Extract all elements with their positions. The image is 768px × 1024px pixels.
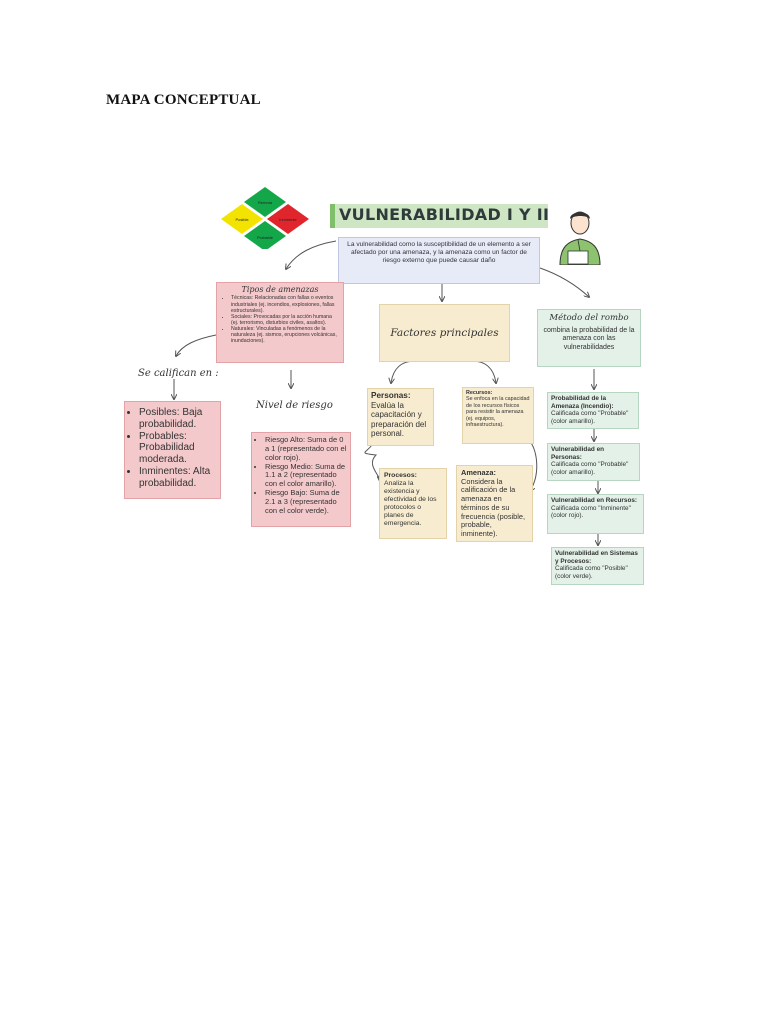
risk-heading: Nivel de riesgo [256,400,333,411]
processes-text: Analiza la existencia y efectividad de l… [384,480,437,528]
diamond-label: Inminente [279,217,297,222]
method-step-text: Calificada como "Inminente" (color rojo)… [551,504,631,520]
qualify-item-probables: Probables: Probabilidad moderada. [139,431,216,466]
threats-heading: Tipos de amenazas [241,285,319,294]
risk-item-medio: Riesgo Medio: Suma de 1.1 a 2 (represent… [265,462,347,490]
method-step-title: Vulnerabilidad en Sistemas y Procesos: [555,550,638,565]
threat-item-tecnicas: Técnicas: Relacionadas con fallas o even… [231,295,339,313]
document-title: MAPA CONCEPTUAL [106,92,261,108]
diamond-right-red [267,204,309,234]
method-heading: Método del rombo [549,313,629,323]
method-step-recursos: Vulnerabilidad en Recursos: Calificada c… [547,494,644,534]
threat-item-naturales: Naturales: Vinculadas a fenómenos de la … [231,326,339,344]
method-step-procesos: Vulnerabilidad en Sistemas y Procesos: C… [551,547,644,585]
method-step-text: Calificada como "Posible" (color verde). [555,565,628,580]
risk-item-bajo: Riesgo Bajo: Suma de 2.1 a 3 (representa… [265,488,347,516]
processes-box: Procesos: Analiza la existencia y efecti… [379,468,447,539]
method-step-title: Probabilidad de la Amenaza (Incendio): [551,395,614,410]
map-title: VULNERABILIDAD I Y II [339,205,550,224]
threat-text: Considera la calificación de la amenaza … [461,476,526,539]
qualify-box: Posibles: Baja probabilidad. Probables: … [124,401,221,499]
method-step-title: Vulnerabilidad en Recursos: [551,497,638,504]
resources-title: Recursos: [466,390,493,396]
threat-item-sociales: Sociales: Provocadas por la acción human… [231,314,339,326]
threats-list: Técnicas: Relacionadas con fallas o even… [221,295,339,344]
threats-box: Tipos de amenazas Técnicas: Relacionadas… [216,282,344,363]
method-step-title: Vulnerabilidad en Personas: [551,446,605,461]
diamond-label: Posible [235,217,249,222]
concept-map: Remota Posible Inminente Probable VULNER… [108,183,660,591]
processes-title: Procesos: [384,472,417,479]
resources-text: Se enfoca en la capacidad de los recurso… [466,396,530,428]
risk-box: Riesgo Alto: Suma de 0 a 1 (representado… [251,432,351,527]
method-step-amenaza: Probabilidad de la Amenaza (Incendio): C… [547,392,639,429]
diamond-left-yellow [221,204,263,234]
map-title-banner-edge [330,204,335,228]
definition-text: La vulnerabilidad como la susceptibilida… [347,241,531,264]
resources-box: Recursos: Se enfoca en la capacidad de l… [462,387,534,444]
risk-list: Riesgo Alto: Suma de 0 a 1 (representado… [255,435,347,516]
diamond-bottom-green [244,221,286,249]
people-box: Personas: Evalúa la capacitación y prepa… [367,388,434,446]
method-step-text: Calificada como "Probable" (color amaril… [551,461,629,476]
method-step-personas: Vulnerabilidad en Personas: Calificada c… [547,443,640,481]
risk-item-alto: Riesgo Alto: Suma de 0 a 1 (representado… [265,435,347,463]
qualify-list: Posibles: Baja probabilidad. Probables: … [129,407,216,490]
qualify-heading: Se califican en : [138,368,219,379]
definition-box: La vulnerabilidad como la susceptibilida… [338,237,540,284]
people-text: Evalúa la capacitación y preparación del… [371,400,427,438]
diamond-label: Remota [258,200,273,205]
diamond-top-green [244,187,286,217]
factors-heading: Factores principales [390,327,499,339]
method-box: Método del rombo combina la probabilidad… [537,309,641,367]
factors-box: Factores principales [379,304,510,362]
method-step-text: Calificada como "Probable" (color amaril… [551,410,629,425]
map-title-banner [330,204,548,228]
people-title: Personas: [371,391,411,400]
risk-diamond: Remota Posible Inminente Probable [221,187,309,249]
diamond-label: Probable [257,235,274,240]
person-illustration [559,211,601,265]
threat-title: Amenaza: [461,468,496,477]
threat-box: Amenaza: Considera la calificación de la… [456,465,533,542]
qualify-item-inminentes: Inminentes: Alta probabilidad. [139,466,216,490]
method-text: combina la probabilidad de la amenaza co… [543,327,635,351]
qualify-item-posibles: Posibles: Baja probabilidad. [139,407,216,431]
